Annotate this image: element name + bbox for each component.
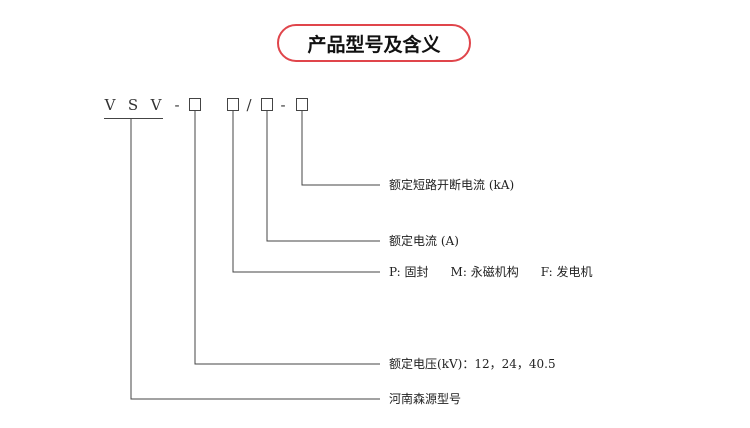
mechanism-code-f: F: bbox=[540, 265, 553, 279]
desc-rated-voltage: 额定电压(kV)：12，24，40.5 bbox=[389, 356, 556, 372]
code-slash: / bbox=[246, 96, 252, 114]
desc-rated-current: 额定电流 (A) bbox=[389, 233, 459, 249]
code-box-breaking-current bbox=[296, 98, 308, 111]
mechanism-name-m: 永磁机构 bbox=[470, 265, 519, 279]
desc-breaking-current: 额定短路开断电流 (kA) bbox=[389, 177, 514, 193]
desc-rated-current-label: 额定电流 bbox=[389, 234, 438, 248]
title-badge: 产品型号及含义 bbox=[277, 24, 471, 62]
desc-rated-current-unit: (A) bbox=[440, 234, 459, 248]
desc-breaking-current-label: 额定短路开断电流 bbox=[389, 178, 486, 192]
mechanism-code-m: M: bbox=[450, 265, 467, 279]
code-letter-s: S bbox=[127, 96, 139, 114]
desc-rated-voltage-values: ：12，24，40.5 bbox=[462, 357, 556, 371]
code-underline bbox=[104, 118, 163, 119]
code-box-mechanism bbox=[227, 98, 239, 111]
leader-breaking-current bbox=[301, 111, 380, 186]
mechanism-code-p: P: bbox=[389, 265, 401, 279]
code-letter-v2: V bbox=[150, 96, 162, 114]
desc-rated-voltage-unit: (kV) bbox=[437, 357, 463, 371]
desc-mechanism: P: 固封 M: 永磁机构 F: 发电机 bbox=[389, 264, 593, 280]
mechanism-name-f: 发电机 bbox=[556, 265, 593, 279]
desc-rated-voltage-label: 额定电压 bbox=[389, 357, 438, 371]
mechanism-name-p: 固封 bbox=[404, 265, 429, 279]
code-dash-2: - bbox=[280, 96, 286, 114]
leader-mechanism bbox=[232, 111, 380, 273]
desc-manufacturer: 河南森源型号 bbox=[389, 391, 461, 407]
desc-breaking-current-unit: (kA) bbox=[488, 178, 515, 192]
code-letter-v1: V bbox=[104, 96, 116, 114]
code-dash-1: - bbox=[174, 96, 180, 114]
code-box-current bbox=[261, 98, 273, 111]
code-box-voltage bbox=[189, 98, 201, 111]
title-text: 产品型号及含义 bbox=[307, 33, 441, 56]
leader-manufacturer bbox=[130, 119, 380, 400]
leader-rated-current bbox=[266, 111, 380, 242]
desc-manufacturer-label: 河南森源型号 bbox=[389, 392, 462, 406]
leader-rated-voltage bbox=[194, 111, 380, 365]
